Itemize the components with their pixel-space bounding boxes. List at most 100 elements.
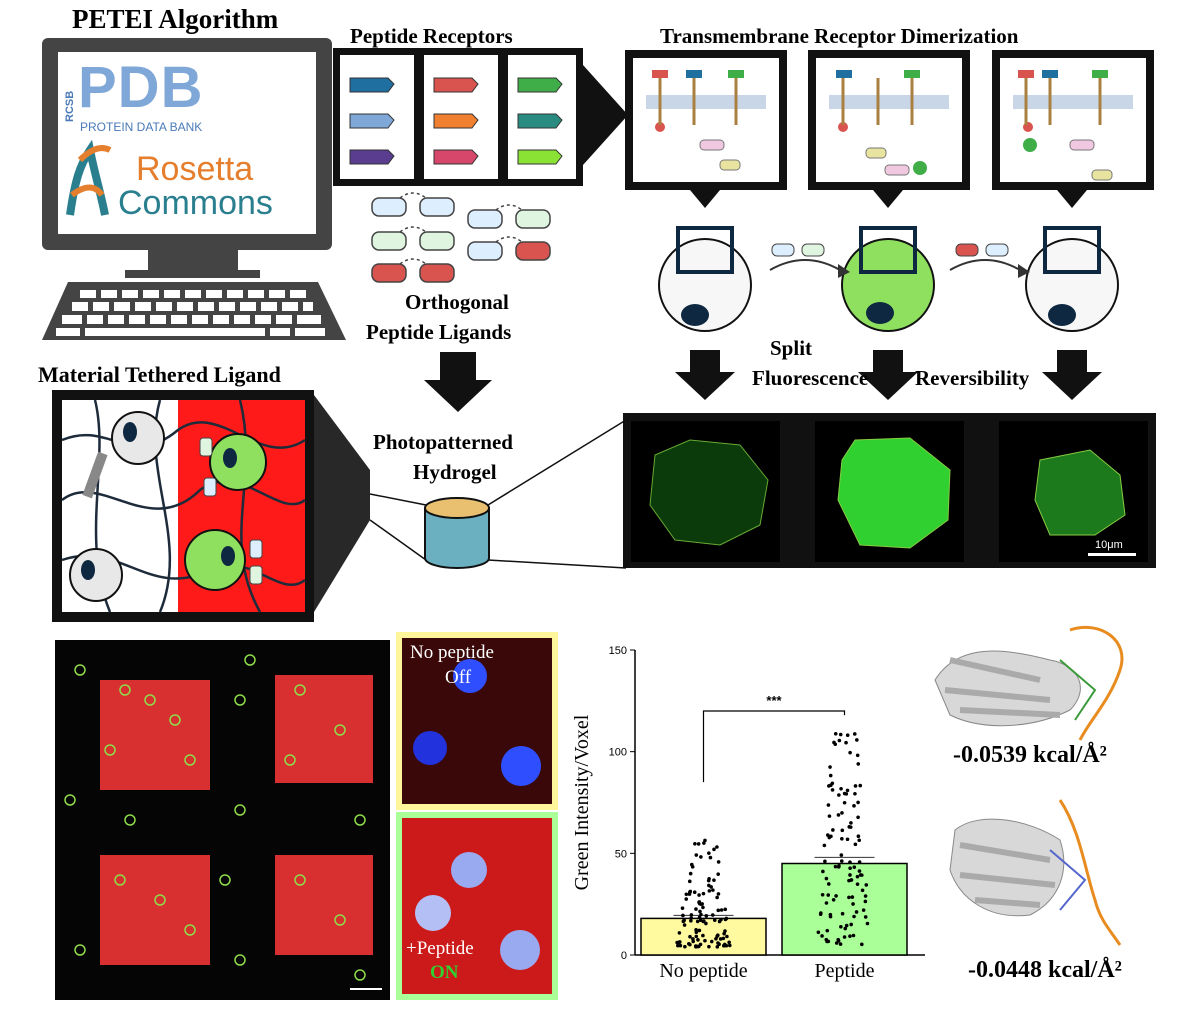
data-point: [865, 921, 870, 926]
data-point: [719, 908, 724, 912]
data-point: [850, 895, 855, 899]
data-point: [844, 923, 849, 928]
data-point: [840, 836, 844, 841]
data-point: [676, 943, 680, 948]
keyboard: [42, 282, 346, 340]
data-point: [820, 934, 824, 938]
data-point: [694, 853, 699, 857]
data-point: [824, 901, 829, 905]
data-point: [704, 921, 708, 926]
data-point: [848, 825, 853, 829]
scalebar-label: 10μm: [1095, 539, 1123, 551]
data-point: [827, 814, 832, 818]
data-point: [708, 855, 713, 860]
data-point: [837, 738, 842, 743]
y-tick-label: 50: [615, 848, 627, 860]
data-point: [721, 936, 726, 941]
data-point: [828, 914, 833, 919]
data-point: [712, 878, 716, 882]
data-point: [852, 732, 857, 736]
data-point: [863, 915, 868, 919]
data-point: [716, 892, 721, 896]
data-point: [861, 908, 866, 912]
data-point: [833, 731, 838, 736]
off-label: Off: [445, 667, 472, 688]
category-label: Peptide: [815, 960, 875, 982]
no-peptide-label: No peptide: [410, 642, 494, 663]
data-point: [690, 865, 695, 869]
data-point: [858, 783, 863, 788]
data-point: [851, 902, 855, 906]
tethered-title: Material Tethered Ligand: [38, 362, 281, 387]
data-point: [678, 943, 683, 948]
data-point: [692, 890, 697, 895]
data-point: [857, 860, 862, 864]
y-tick-label: 150: [609, 645, 627, 657]
data-point: [853, 784, 858, 788]
data-point: [852, 865, 857, 869]
data-point: [828, 773, 833, 778]
data-point: [856, 834, 861, 839]
data-point: [843, 926, 848, 931]
data-point: [820, 893, 825, 897]
cell-diagrams: [658, 226, 1119, 400]
data-point: [839, 853, 844, 857]
data-point: [848, 934, 852, 938]
data-point: [852, 914, 856, 919]
data-point: [824, 937, 829, 942]
data-point: [827, 784, 831, 788]
data-point: [716, 860, 721, 864]
data-point: [717, 942, 721, 947]
data-point: [833, 864, 838, 869]
data-point: [701, 933, 705, 938]
data-point: [696, 938, 700, 942]
data-point: [699, 912, 703, 917]
y-tick-label: 100: [609, 747, 627, 759]
data-point: [863, 899, 868, 904]
dimerization-title: Transmembrane Receptor Dimerization: [660, 24, 1019, 48]
split-title-line2: Fluorescence: [752, 366, 869, 390]
pdb-subtitle: PROTEIN DATA BANK: [80, 120, 203, 134]
data-point: [684, 897, 689, 901]
data-point: [849, 821, 853, 825]
data-point: [853, 791, 857, 796]
data-point: [712, 918, 717, 922]
data-point: [710, 913, 715, 917]
data-point: [694, 930, 699, 934]
energy-top: -0.0539 kcal/Å²: [953, 742, 1107, 768]
data-point: [856, 815, 860, 820]
data-point: [834, 894, 838, 898]
data-point: [704, 914, 709, 918]
data-point: [707, 889, 712, 893]
data-point: [696, 842, 701, 846]
data-point: [707, 883, 711, 888]
data-point: [823, 859, 827, 864]
significance-bracket: [702, 710, 846, 783]
data-point: [694, 907, 698, 911]
data-point: [840, 811, 844, 815]
data-point: [840, 911, 845, 916]
data-point: [848, 750, 852, 755]
bar: [781, 862, 908, 956]
data-point: [719, 917, 723, 922]
data-point: [825, 928, 830, 933]
data-point: [856, 762, 861, 766]
data-point: [845, 788, 850, 793]
significance-label: ***: [766, 693, 782, 708]
data-point: [826, 803, 831, 807]
data-point: [816, 930, 821, 935]
data-point: [701, 905, 705, 910]
data-point: [689, 916, 693, 920]
data-point: [697, 928, 702, 933]
data-point: [715, 895, 719, 900]
data-point: [830, 781, 835, 786]
data-point: [839, 924, 843, 929]
tethered-ligand-panel: [52, 390, 370, 622]
data-point: [848, 866, 852, 870]
data-point: [725, 934, 729, 939]
data-point: [827, 882, 831, 886]
pdb-side-text: RCSB: [64, 90, 76, 122]
data-point: [838, 942, 843, 946]
data-point: [703, 938, 707, 943]
data-point: [688, 871, 693, 876]
